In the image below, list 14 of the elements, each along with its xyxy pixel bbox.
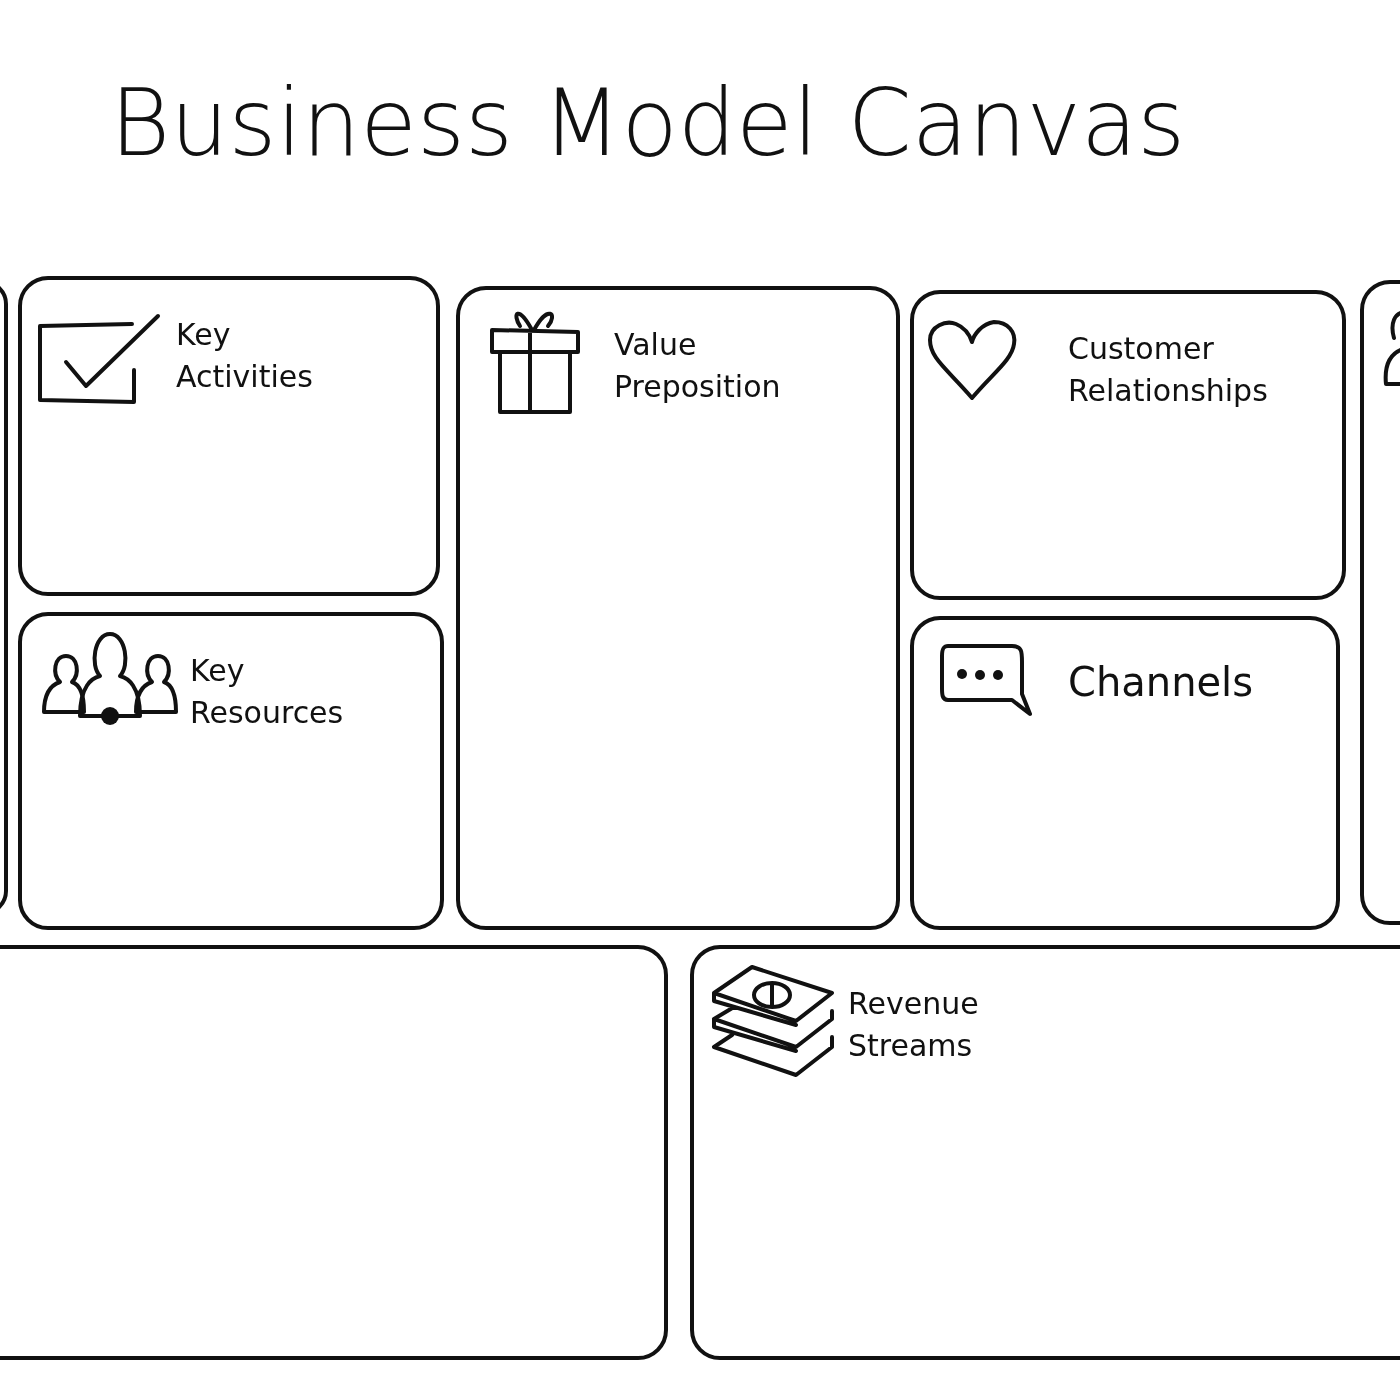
block-heading: Key Activities	[176, 316, 314, 396]
block-heading: Value Preposition	[614, 326, 782, 406]
canvas-block	[0, 945, 668, 1360]
canvas-block	[690, 945, 1400, 1360]
block-heading: Customer Relationships	[1068, 330, 1269, 410]
title: Business Model Canvas	[110, 69, 1187, 179]
block-heading: Revenue Streams	[848, 985, 980, 1065]
canvas-block	[456, 286, 900, 930]
canvas-block	[910, 290, 1346, 600]
canvas-block	[18, 276, 440, 596]
canvas-block	[910, 616, 1340, 930]
block-heading: Key Resources	[190, 652, 345, 732]
canvas-block	[18, 612, 444, 930]
block-heading: Channels	[1068, 658, 1255, 707]
